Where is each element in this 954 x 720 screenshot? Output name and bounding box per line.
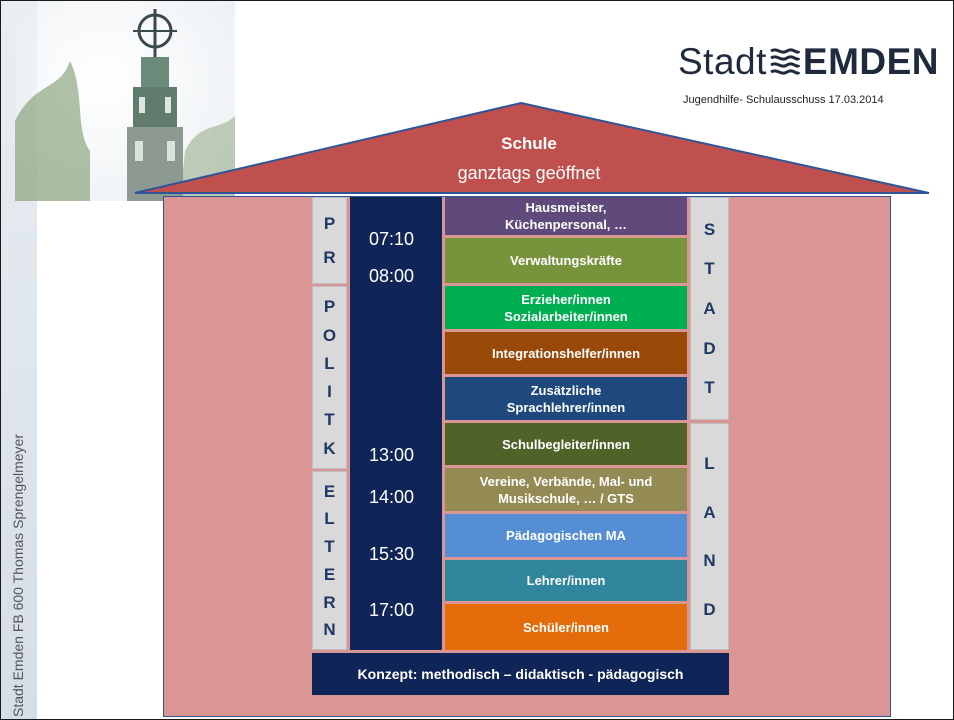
band-lehrer: Lehrer/innen — [445, 560, 687, 601]
time-label: 13:00 — [369, 445, 415, 465]
column-letter: O — [322, 325, 337, 345]
band-paedagogische-ma: Pädagogischen MA — [445, 514, 687, 557]
logo-emden: EMDEN — [802, 41, 940, 82]
column-letter: E — [323, 564, 336, 584]
column-letter: T — [324, 410, 335, 430]
column-letter: L — [324, 353, 335, 373]
column-land: L A N D — [690, 423, 729, 650]
column-letter: I — [327, 382, 332, 402]
stadt-emden-logo: Stadt EMDEN — [678, 41, 939, 83]
meeting-caption: Jugendhilfe- Schulausschuss 17.03.2014 — [683, 94, 884, 106]
column-letter: E — [323, 481, 336, 501]
band-line: Schulbegleiter/innen — [502, 436, 630, 452]
band-line: Musikschule, … / GTS — [498, 490, 634, 506]
band-hausmeister: Hausmeister, Küchenpersonal, … — [445, 197, 687, 235]
column-letter: T — [324, 537, 335, 557]
band-line: Hausmeister, — [525, 200, 607, 215]
column-letter: P — [323, 214, 336, 233]
band-line: Sprachlehrer/innen — [506, 399, 626, 415]
column-letter: S — [703, 219, 716, 239]
column-letter: P — [323, 297, 336, 317]
column-letter: L — [324, 509, 335, 529]
column-letter: D — [703, 338, 716, 358]
roof-title: Schule — [501, 134, 557, 153]
column-letter: T — [704, 378, 715, 398]
column-letter: K — [323, 438, 336, 458]
band-line: Schüler/innen — [523, 619, 609, 635]
konzept-bar: Konzept: methodisch – didaktisch - pädag… — [312, 653, 729, 695]
column-letter: R — [323, 592, 336, 612]
column-politk: P O L I T K — [312, 286, 347, 469]
column-eltern: E L T E R N — [312, 471, 347, 650]
column-letter: A — [703, 298, 716, 318]
column-stadt: S T A D T — [690, 197, 729, 420]
roof-subtitle: ganztags geöffnet — [457, 163, 601, 183]
band-line: Verwaltungskräfte — [510, 253, 622, 268]
band-line: Erzieher/innen — [521, 291, 611, 307]
band-line: Sozialarbeiter/innen — [504, 308, 628, 324]
roof — [134, 101, 930, 194]
column-letter: R — [323, 248, 336, 267]
band-line: Küchenpersonal, … — [504, 217, 628, 232]
column-letter: N — [323, 620, 336, 640]
time-label: 15:30 — [369, 544, 415, 564]
column-pr: P R — [312, 197, 347, 284]
band-line: Pädagogischen MA — [506, 528, 626, 543]
time-label: 08:00 — [369, 266, 415, 286]
konzept-text: Konzept: methodisch – didaktisch - pädag… — [357, 666, 684, 682]
time-label: 14:00 — [369, 487, 415, 507]
logo-stadt: Stadt — [678, 41, 767, 82]
column-letter: L — [704, 454, 715, 474]
band-schueler: Schüler/innen — [445, 604, 687, 650]
band-line: Vereine, Verbände, Mal- und — [479, 473, 653, 489]
band-line: Zusätzliche — [530, 382, 602, 398]
band-line: Lehrer/innen — [526, 573, 606, 588]
sidebar-text: Stadt Emden FB 600 Thomas Sprengelmeyer — [10, 433, 26, 717]
waves-icon — [770, 48, 801, 75]
time-label: 07:10 — [369, 229, 415, 249]
time-column — [350, 197, 442, 650]
tower-image — [15, 1, 235, 201]
column-letter: N — [703, 551, 716, 571]
band-integration: Integrationshelfer/innen — [445, 332, 687, 374]
column-letter: A — [703, 502, 716, 522]
band-verwaltung: Verwaltungskräfte — [445, 238, 687, 283]
time-label: 17:00 — [369, 600, 415, 620]
column-letter: T — [704, 259, 715, 279]
column-letter: D — [703, 599, 716, 619]
band-line: Integrationshelfer/innen — [491, 345, 641, 361]
band-schulbegleiter: Schulbegleiter/innen — [445, 423, 687, 465]
